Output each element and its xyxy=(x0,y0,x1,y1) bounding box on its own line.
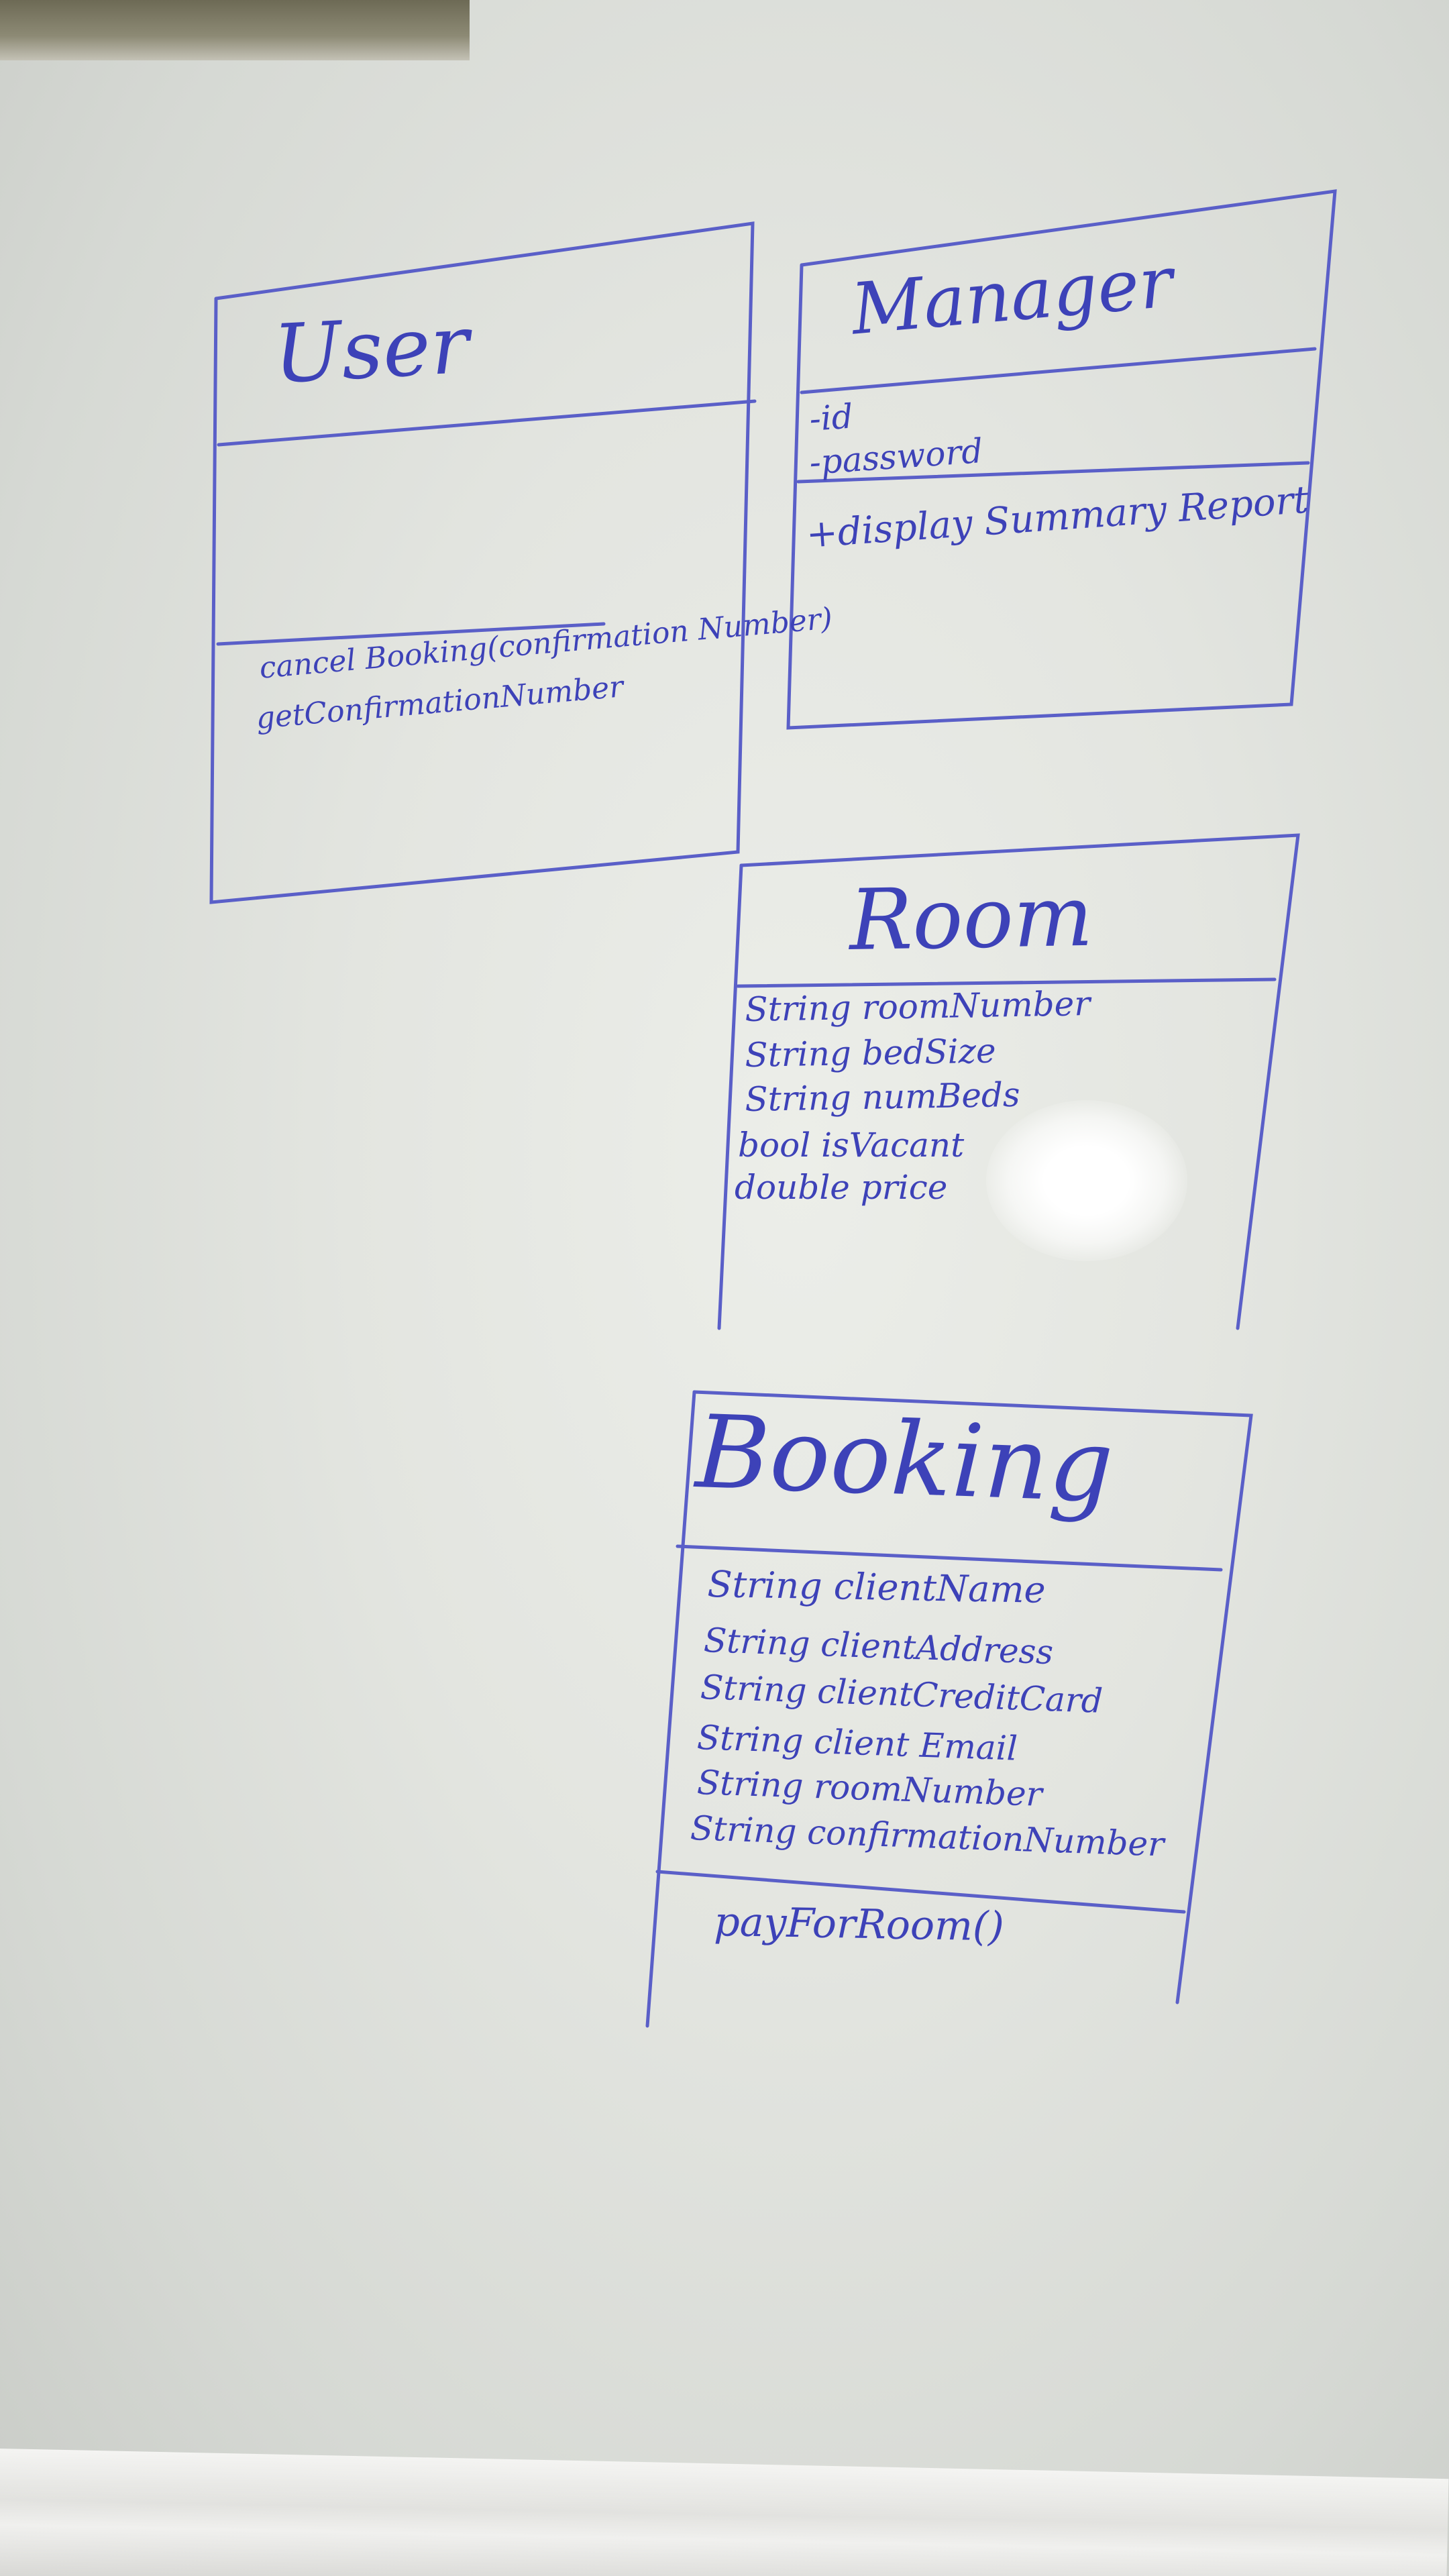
user-name-divider xyxy=(217,399,757,447)
manager-attr-1: -id xyxy=(808,396,855,439)
user-class-box xyxy=(209,221,757,904)
manager-name-divider xyxy=(800,347,1317,394)
user-box-outline xyxy=(209,221,755,904)
room-attr-4: bool isVacant xyxy=(738,1126,965,1165)
booking-class-name: Booking xyxy=(694,1394,1116,1525)
booking-attr-1: String clientName xyxy=(706,1563,1046,1611)
booking-box-left xyxy=(645,1390,696,2028)
manager-box-outline xyxy=(786,189,1337,730)
room-box-left xyxy=(717,863,743,1330)
booking-class-box xyxy=(645,1390,1253,2028)
room-name-divider xyxy=(736,977,1277,988)
light-glare xyxy=(986,1100,1187,1261)
room-attr-1: String roomNumber xyxy=(744,984,1091,1029)
room-box-outline xyxy=(739,833,1300,1330)
room-attr-3: String numBeds xyxy=(744,1075,1021,1119)
board-frame xyxy=(0,0,470,60)
user-class-name: User xyxy=(271,298,472,402)
user-attr-divider xyxy=(216,622,606,646)
booking-box-outline xyxy=(692,1390,1253,2004)
booking-name-divider xyxy=(676,1544,1223,1572)
manager-class-box xyxy=(786,189,1337,730)
booking-attr-divider xyxy=(655,1870,1186,1914)
room-attr-5: double price xyxy=(735,1168,948,1207)
room-attr-2: String bedSize xyxy=(744,1031,997,1075)
room-class-name: Room xyxy=(848,867,1094,969)
booking-method-1: payForRoom() xyxy=(713,1898,1005,1951)
manager-attr-divider xyxy=(796,461,1310,484)
room-class-box xyxy=(717,833,1300,1330)
